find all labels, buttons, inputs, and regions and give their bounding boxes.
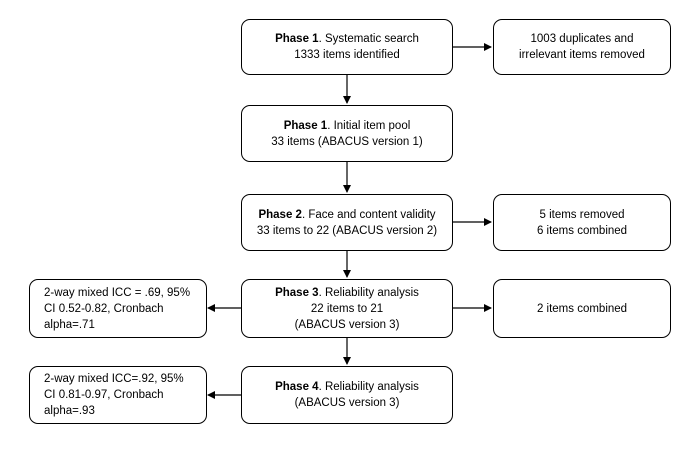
phase3-version: (ABACUS version 3) [294,318,400,331]
phase1-pool-detail: 33 items (ABACUS version 1) [271,135,423,148]
phase3-outcome-box: 2 items combined [493,279,671,338]
phase4-icc-line-3: alpha=.93 [44,405,95,417]
phase3-heading: Phase 3. Reliability analysis [275,285,419,301]
phase-label: Phase 2 [258,208,302,221]
phase4-icc-line-1: 2-way mixed ICC=.92, 95% [44,373,184,385]
phase2-heading: Phase 2. Face and content validity [258,207,435,223]
phase-label: Phase 3 [275,286,319,299]
phase3-icc-line-3: alpha=.71 [44,318,95,331]
phase4-heading: Phase 4. Reliability analysis [275,379,419,395]
phase4-icc-line-2: CI 0.81-0.97, Cronbach [44,389,164,401]
phase2-box: Phase 2. Face and content validity 33 it… [241,194,453,251]
phase1-pool-heading: Phase 1. Initial item pool [284,118,411,134]
phase-title: . Initial item pool [327,119,411,132]
phase4-icc-box: 2-way mixed ICC=.92, 95% CI 0.81-0.97, C… [29,366,207,424]
phase-label: Phase 1 [275,33,319,45]
phase2-detail: 33 items to 22 (ABACUS version 2) [256,224,438,237]
removed-duplicates-box: 1003 duplicates and irrelevant items rem… [493,19,671,75]
phase-label: Phase 4 [275,381,319,393]
phase2-outcome-line-2: 6 items combined [536,224,628,237]
phase3-icc-line-2: CI 0.52-0.82, Cronbach [44,302,164,315]
phase4-box: Phase 4. Reliability analysis (ABACUS ve… [241,366,453,424]
phase1-search-detail: 1333 items identified [294,49,400,61]
removed-line-1: 1003 duplicates and [530,33,634,45]
phase-title: . Reliability analysis [318,381,419,393]
phase3-icc-box: 2-way mixed ICC = .69, 95% CI 0.52-0.82,… [29,279,207,338]
phase1-pool-box: Phase 1. Initial item pool 33 items (ABA… [241,105,453,162]
phase3-box: Phase 3. Reliability analysis 22 items t… [241,279,453,338]
phase-title: . Systematic search [318,33,419,45]
phase1-search-heading: Phase 1. Systematic search [275,31,419,47]
removed-line-2: irrelevant items removed [519,49,645,61]
phase2-outcome-line-1: 5 items removed [539,208,625,221]
phase-title: . Reliability analysis [318,286,419,299]
phase1-search-box: Phase 1. Systematic search 1333 items id… [241,19,453,75]
phase4-version: (ABACUS version 3) [294,397,400,409]
phase-label: Phase 1 [283,119,328,132]
phase3-outcome-line-1: 2 items combined [536,302,628,315]
phase-title: . Face and content validity [301,208,436,221]
phase3-icc-line-1: 2-way mixed ICC = .69, 95% [44,286,191,299]
phase2-outcome-box: 5 items removed 6 items combined [493,194,671,251]
phase3-detail: 22 items to 21 [310,302,384,315]
